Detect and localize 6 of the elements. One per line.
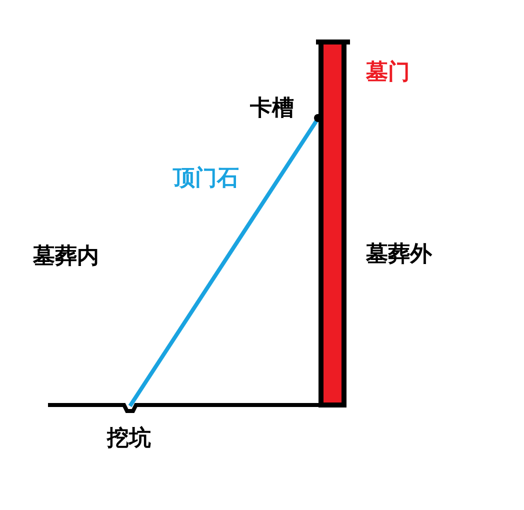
outside-label: 墓葬外 [366, 242, 432, 268]
pit-label: 挖坑 [107, 426, 151, 452]
door-label: 墓门 [366, 60, 410, 86]
groove-label: 卡槽 [250, 96, 294, 122]
stone-label: 顶门石 [173, 166, 239, 192]
inside-label: 墓葬内 [33, 244, 99, 270]
